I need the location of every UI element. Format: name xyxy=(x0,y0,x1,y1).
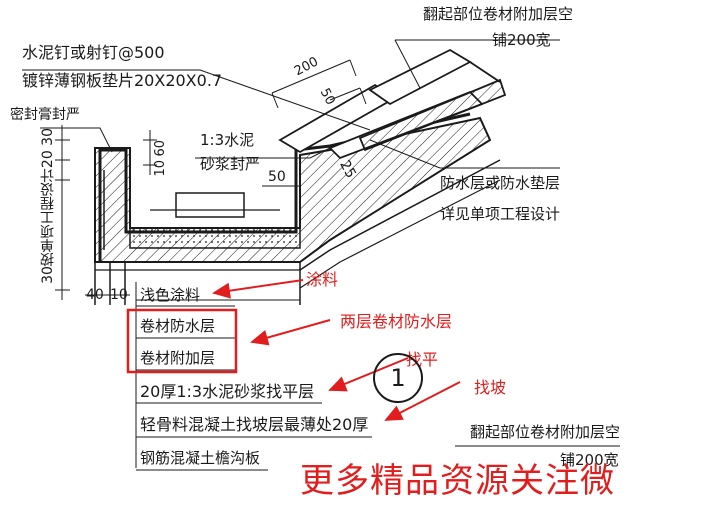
layer-leveling: 20厚1:3水泥砂浆找平层 xyxy=(140,382,315,401)
layer-membrane: 卷材防水层 xyxy=(140,317,216,335)
label-waterproof-1: 防水层或防水垫层 xyxy=(440,174,561,192)
label-top-right-2: 铺200宽 xyxy=(492,31,551,49)
watermark-text: 更多精品资源关注微 xyxy=(300,461,615,501)
dim-left-vertical: 30按单项工程设计20 30 xyxy=(40,128,56,284)
layer-slope: 轻骨料混凝土找坡层最薄处20厚 xyxy=(140,415,369,434)
arrow-two-layers xyxy=(250,319,331,346)
dim-60: 60 xyxy=(153,140,168,157)
annotation-paint: 涂料 xyxy=(306,270,339,289)
label-bottom-right-2: 铺200宽 xyxy=(560,451,619,469)
dim-10-mid: 10 xyxy=(153,160,168,177)
annotation-two-layers: 两层卷材防水层 xyxy=(340,312,453,331)
detail-callout-number: 1 xyxy=(373,353,423,403)
label-bottom-right-1: 翻起部位卷材附加层空 xyxy=(470,423,621,441)
label-nail: 水泥钉或射钉@500 xyxy=(22,43,165,62)
label-waterproof-2: 详见单项工程设计 xyxy=(440,205,561,223)
dim-10: 10 xyxy=(110,287,128,303)
dim-40: 40 xyxy=(86,287,104,303)
membrane-line xyxy=(98,112,471,262)
dim-50-mid: 50 xyxy=(268,169,286,185)
layer-paint: 浅色涂料 xyxy=(140,286,201,304)
layer-underlines xyxy=(136,305,620,471)
arrow-slope xyxy=(384,381,461,421)
label-mortar-seal-2: 砂浆封严 xyxy=(200,155,261,173)
label-top-right-1: 翻起部位卷材附加层空 xyxy=(423,5,574,23)
label-washer: 镀锌薄钢板垫片20X20X0.7 xyxy=(22,71,223,90)
layer-gutter-slab: 钢筋混凝土檐沟板 xyxy=(140,449,261,467)
annotation-slope: 找坡 xyxy=(474,378,507,397)
two-layer-highlight-box xyxy=(126,308,238,374)
label-mortar-seal-1: 1:3水泥 xyxy=(200,131,255,149)
layer-additional: 卷材附加层 xyxy=(140,349,216,367)
gutter-inner-block xyxy=(175,192,245,218)
roof-tiles xyxy=(278,48,507,160)
arrow-paint xyxy=(212,279,304,299)
label-seal-strict: 密封膏封严 xyxy=(10,107,80,123)
dim-lines-left xyxy=(55,125,301,302)
